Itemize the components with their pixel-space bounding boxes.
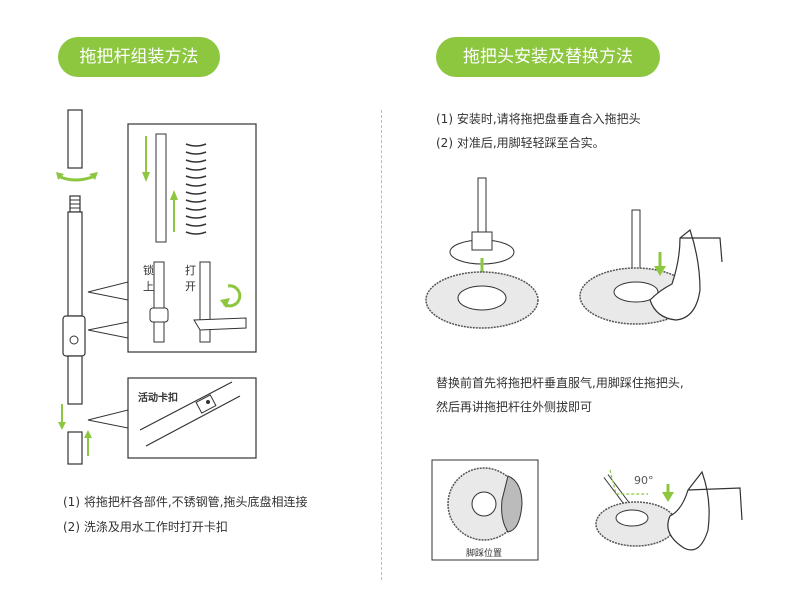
angle-label: 90° (634, 474, 654, 487)
replace-line-1: 替换前首先将拖把杆垂直服气,用脚踩住拖把头, (436, 376, 684, 390)
assembly-step-1: (1) 将拖把杆各部件,不锈钢管,拖头底盘相连接 (63, 495, 308, 509)
replace-line-2: 然后再讲拖把杆往外侧拔即可 (436, 400, 593, 414)
open-label: 打开 (185, 264, 196, 293)
install-step-1: (1) 安装时,请将拖把盘垂直合入拖把头 (436, 112, 641, 126)
divider (381, 110, 382, 580)
foot-position-label: 脚踩位置 (466, 549, 503, 559)
install-step-2: (2) 对准后,用脚轻轻踩至合实。 (436, 136, 605, 150)
assembly-step-2: (2) 洗涤及用水工作时打开卡扣 (63, 520, 228, 534)
assembly-title: 拖把杆组装方法 (58, 37, 220, 77)
clip-label: 活动卡扣 (138, 393, 178, 404)
lock-label: 锁上 (143, 264, 154, 293)
replacement-title: 拖把头安装及替换方法 (436, 37, 660, 77)
